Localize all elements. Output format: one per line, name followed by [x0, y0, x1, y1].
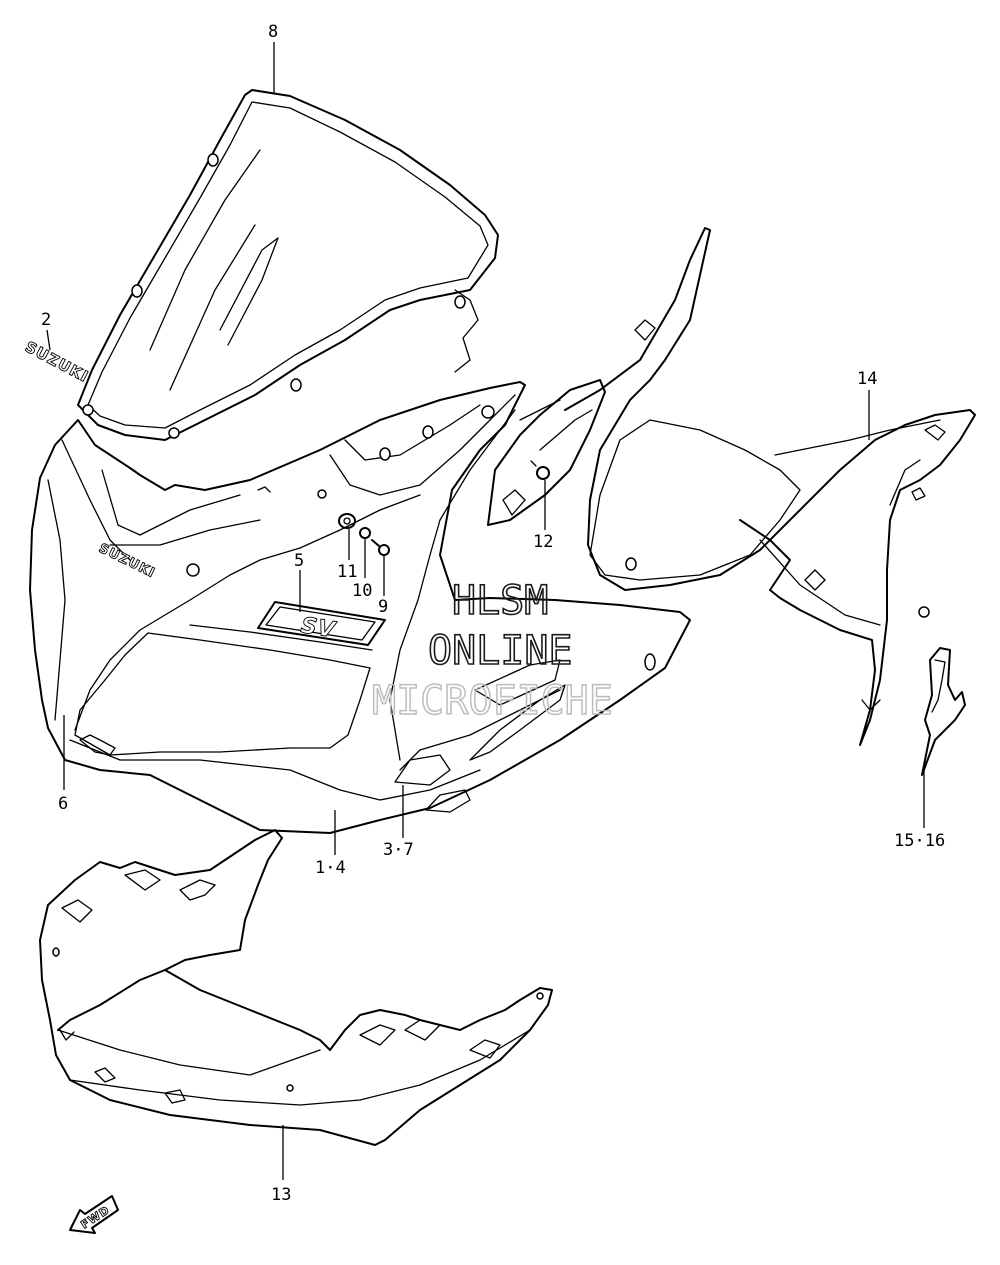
callout-14: 14: [857, 369, 877, 389]
callout-12: 12: [533, 532, 553, 552]
suzuki-cowl-decal: SUZUKI: [96, 541, 157, 581]
bolt-12-part[interactable]: [530, 460, 550, 480]
callout-8: 8: [268, 22, 278, 42]
grommet-part[interactable]: [338, 513, 356, 529]
callout-1-4: 1·4: [315, 858, 346, 878]
callout-6: 6: [58, 794, 68, 814]
watermark-line2: ONLINE: [428, 628, 573, 674]
suzuki-sticker-decal: SUZUKI: [22, 338, 92, 386]
fwd-arrow-icon: [69, 1195, 119, 1234]
callout-15-16: 15·16: [894, 831, 945, 851]
inner-bracket-part[interactable]: [487, 379, 606, 526]
watermark-line1: HLSM: [452, 578, 548, 624]
sv-emblem-part[interactable]: [257, 601, 386, 646]
leader-lines: [46, 42, 925, 1180]
windscreen-part[interactable]: [77, 89, 499, 441]
sv-emblem-text: SV: [299, 613, 338, 643]
callout-2: 2: [41, 310, 51, 330]
callout-9: 9: [378, 597, 388, 617]
under-cowl-part[interactable]: [39, 829, 553, 1146]
washer-part[interactable]: [359, 527, 371, 539]
callout-11: 11: [337, 562, 357, 582]
callout-3-7: 3·7: [383, 840, 414, 860]
upper-cowling-part[interactable]: [29, 381, 691, 834]
callout-13: 13: [271, 1185, 291, 1205]
small-bracket-part[interactable]: [921, 647, 966, 776]
callout-5: 5: [294, 551, 304, 571]
callout-10: 10: [352, 581, 372, 601]
watermark-line3: MICROFICHE: [372, 678, 613, 724]
screw-part[interactable]: [371, 539, 390, 556]
inner-panel-part[interactable]: [564, 227, 976, 746]
